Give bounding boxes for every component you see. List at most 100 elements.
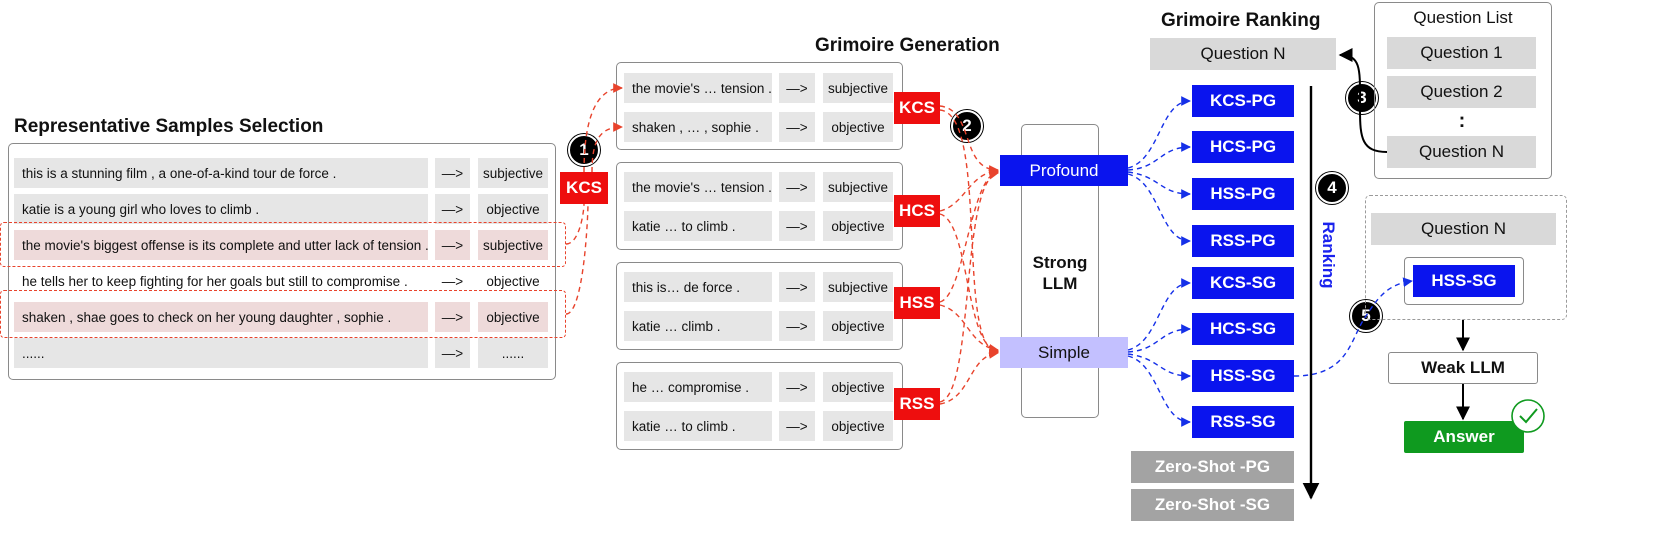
simple-box: Simple [1000,337,1128,368]
arrow-text: —> [435,266,470,296]
sample-label: objective [478,302,548,332]
step-badge-2: 2 [951,110,983,142]
selected-grimoire: HSS-SG [1413,265,1515,297]
weak-llm-box: Weak LLM [1388,352,1538,384]
sample-label: objective [478,194,548,224]
arrow-text: —> [779,73,815,103]
grimoire-text: katie … climb . [624,311,772,341]
arrow-text: —> [779,372,815,402]
question-item: Question 1 [1387,37,1536,69]
sample-label: objective [478,266,548,296]
connector-tag-to-simple [939,349,999,405]
arrow-text: —> [435,158,470,188]
connector-profound-to-pg [1127,171,1191,199]
arrow-text: —> [779,112,815,142]
sample-text: ...... [14,338,428,368]
grimoire-label: subjective [823,272,893,302]
sample-label: subjective [478,158,548,188]
grimoire-label: objective [823,311,893,341]
ranking-axis-label: Ranking [1319,221,1338,289]
arrow-text: —> [435,338,470,368]
question-item: Question N [1387,136,1536,168]
connector-tag-to-profound [939,166,999,212]
connector-tag-to-profound [939,168,999,303]
connector-tag-to-simple [939,213,999,356]
grimoire-tag: HCS [894,195,940,227]
step-badge-4: 4 [1316,172,1348,204]
strong-llm-label: Strong LLM [1021,252,1099,294]
connector-tag-to-profound [939,169,999,403]
selection-title: Representative Samples Selection [14,116,324,137]
arrow-text: —> [435,194,470,224]
strong-llm-line2: LLM [1042,274,1078,293]
grimoire-text: the movie's … tension . [624,73,772,103]
grimoire-text: this is… de force . [624,272,772,302]
connector-simple-to-sg [1127,324,1191,353]
highlight-selected-sample [0,222,566,267]
ranking-title: Grimoire Ranking [1161,10,1321,31]
sample-label: subjective [478,230,548,260]
grimoire-tag: HSS [894,287,940,319]
zero-shot-pg: Zero-Shot -PG [1131,451,1294,483]
connector-simple-to-sg [1127,355,1191,427]
strong-llm-box [1021,124,1099,418]
grimoire-label: objective [823,112,893,142]
connector-sample-to-kcs [565,203,589,315]
inference-prompt-panel [1365,195,1567,320]
grimoire-tag: KCS [894,92,940,124]
arrow-text: —> [435,302,470,332]
grimoire-text: shaken , … , sophie . [624,112,772,142]
highlight-selected-sample [0,290,566,338]
sample-text: this is a stunning film , a one-of-a-kin… [14,158,428,188]
sample-text: katie is a young girl who loves to climb… [14,194,428,224]
connector-profound-to-pg [1127,96,1191,169]
grimoire-label: objective [823,372,893,402]
connector-simple-to-sg [1127,353,1191,381]
grimoire-text: he … compromise . [624,372,772,402]
connector-profound-to-pg [1127,142,1191,171]
kcs-tag: KCS [560,172,608,204]
zero-shot-sg: Zero-Shot -SG [1131,489,1294,521]
grimoire-hss-pg: HSS-PG [1192,178,1294,210]
arrow-text: —> [435,230,470,260]
grimoire-tag: RSS [894,388,940,420]
grimoire-kcs-sg: KCS-SG [1192,267,1294,299]
connector-profound-to-pg [1127,173,1191,246]
question-ellipsis: : [1458,110,1466,132]
grimoire-text: katie … to climb . [624,411,772,441]
profound-box: Profound [1000,155,1128,186]
strong-llm-line1: Strong [1032,253,1088,272]
grimoire-label: subjective [823,172,893,202]
generation-title: Grimoire Generation [815,35,1000,56]
grimoire-kcs-pg: KCS-PG [1192,85,1294,117]
arrow-text: —> [779,411,815,441]
grimoire-label: objective [823,411,893,441]
answer-box: Answer [1404,421,1524,453]
sample-text: the movie's biggest offense is its compl… [14,230,428,260]
connector-tag-to-simple [939,304,999,354]
grimoire-hss-sg: HSS-SG [1192,360,1294,392]
selection-panel [8,143,556,380]
connector-sample-to-kcs [565,203,585,245]
question-list-title: Question List [1413,8,1513,27]
grimoire-rss-pg: RSS-PG [1192,225,1294,257]
grimoire-label: subjective [823,73,893,103]
arrow-text: —> [779,172,815,202]
grimoire-rss-sg: RSS-SG [1192,406,1294,438]
grimoire-hcs-sg: HCS-SG [1192,313,1294,345]
grimoire-text: katie … to climb . [624,211,772,241]
sample-text: shaken , shae goes to check on her young… [14,302,428,332]
ranking-question: Question N [1150,38,1336,70]
arrow-text: —> [779,272,815,302]
arrow-text: —> [779,211,815,241]
sample-text: he tells her to keep fighting for her go… [14,266,428,296]
arrow-text: —> [779,311,815,341]
grimoire-label: objective [823,211,893,241]
sample-label: ...... [478,338,548,368]
question-item: Question 2 [1387,76,1536,108]
step-badge-1: 1 [568,134,600,166]
grimoire-hcs-pg: HCS-PG [1192,131,1294,163]
grimoire-text: the movie's … tension . [624,172,772,202]
connector-tag-to-simple [939,109,999,357]
inference-question: Question N [1371,213,1556,245]
